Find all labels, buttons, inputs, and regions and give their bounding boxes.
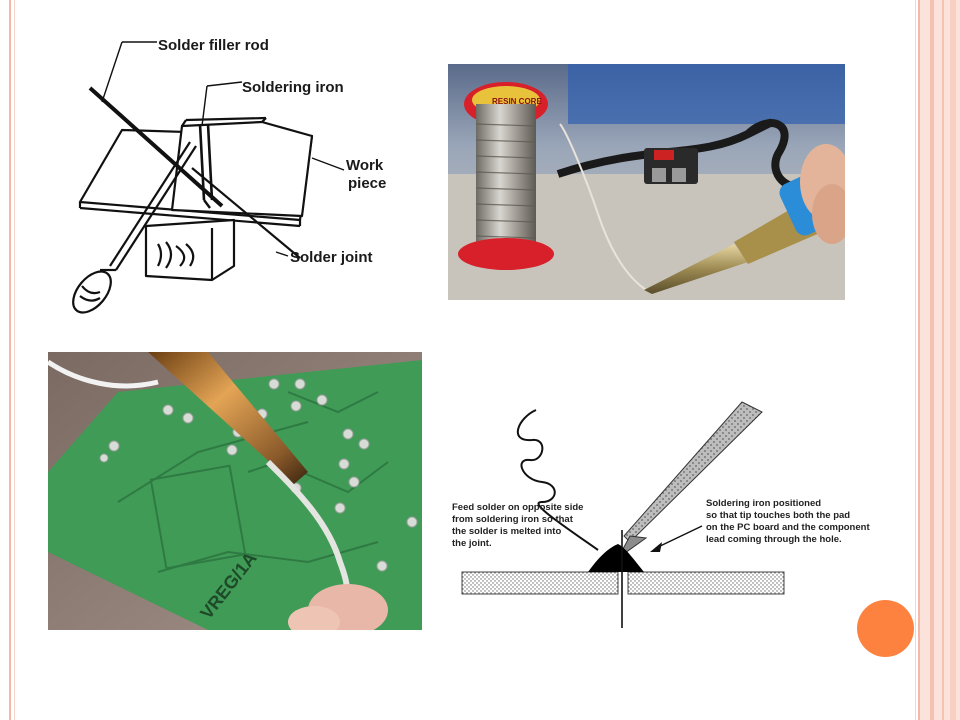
spool-label: RESIN CORE <box>492 97 542 106</box>
right-note-line1: Soldering iron positioned <box>706 498 821 509</box>
soldering-setup-diagram: Solder filler rod Soldering iron Work pi… <box>62 30 407 320</box>
slide-frame-inner <box>14 0 916 720</box>
label-solder-joint: Solder joint <box>290 249 373 266</box>
solder-spool-photo: RESIN CORE <box>448 64 845 300</box>
slide-frame-outer <box>9 0 920 720</box>
left-note-line1: Feed solder on opposite side <box>452 502 583 513</box>
orange-accent-circle <box>857 600 914 657</box>
right-note-line2: so that tip touches both the pad <box>706 510 850 521</box>
solder-feed-diagram: Feed solder on opposite side from solder… <box>448 398 878 630</box>
right-note-line4: lead coming through the hole. <box>706 534 842 545</box>
label-piece: piece <box>348 175 386 192</box>
label-solder-filler-rod: Solder filler rod <box>158 37 269 54</box>
pcb-soldering-photo: VREG/1A <box>48 352 422 630</box>
right-note-line3: on the PC board and the component <box>706 522 870 533</box>
left-note-line3: the solder is melted into <box>452 526 561 537</box>
label-work: Work <box>346 157 384 174</box>
slide-right-band <box>920 0 960 720</box>
left-note-line4: the joint. <box>452 538 492 549</box>
left-note-line2: from soldering iron so that <box>452 514 574 525</box>
label-soldering-iron: Soldering iron <box>242 79 344 96</box>
